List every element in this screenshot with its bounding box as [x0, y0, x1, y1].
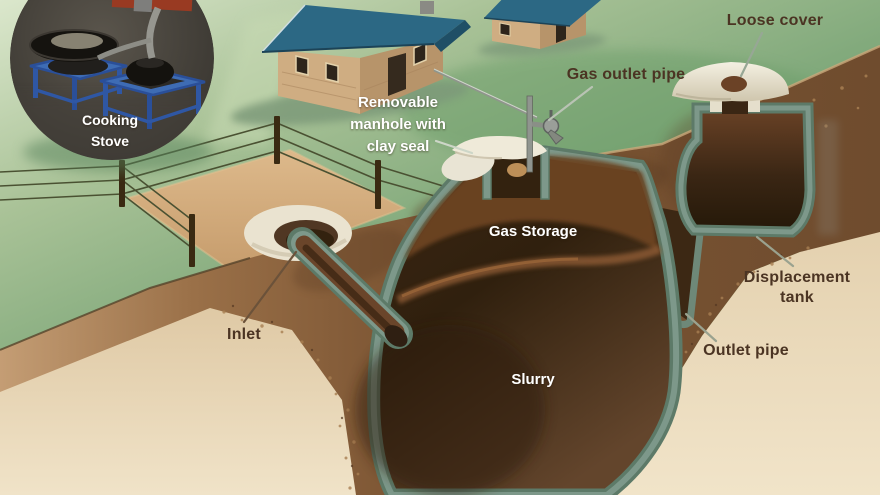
label-loose-cover: Loose cover	[726, 12, 824, 29]
label-displacement-tank: Displacement tank	[743, 269, 851, 306]
cutaway-face-left	[0, 308, 356, 495]
digester-dome	[355, 143, 683, 495]
inlet-graphic	[244, 205, 413, 349]
chimney	[420, 1, 434, 14]
gas-storage-zone	[404, 155, 658, 260]
leader-displacement-tank	[755, 235, 795, 268]
slurry-surface	[396, 244, 662, 305]
leader-outlet-pipe	[684, 312, 718, 343]
gas-riser-pipe	[526, 95, 533, 173]
leader-loose-cover	[739, 31, 764, 78]
leader-gas-outlet-pipe	[547, 85, 594, 122]
gas-supply-line	[433, 68, 538, 120]
manhole-cover-graphic	[441, 135, 547, 181]
label-gas-outlet-pipe: Gas outlet pipe	[566, 66, 686, 83]
label-slurry: Slurry	[511, 371, 555, 388]
burner-left	[48, 57, 108, 75]
house-window	[325, 62, 339, 83]
label-gas-storage: Gas Storage	[488, 223, 578, 240]
gas-valve	[526, 95, 564, 173]
small-house	[478, 0, 606, 57]
label-cooking-stove: Cooking Stove	[82, 112, 138, 149]
stove-pipe	[146, 6, 162, 59]
label-outlet-pipe: Outlet pipe	[703, 342, 789, 359]
house-window	[499, 22, 511, 37]
loose-cover-graphic	[672, 62, 789, 102]
main-house	[230, 1, 471, 126]
displacement-tank-graphic	[672, 62, 838, 238]
stove-pipe	[96, 37, 152, 61]
gas-line-to-stove	[111, 0, 193, 13]
clay-seal	[507, 163, 527, 177]
house-door	[388, 53, 406, 96]
cooking-stove-inset	[10, 0, 214, 172]
leader-lines	[242, 31, 795, 343]
leader-manhole	[434, 139, 474, 155]
kettle	[126, 58, 174, 86]
leader-inlet	[242, 250, 298, 324]
wok	[29, 29, 119, 62]
label-inlet: Inlet	[227, 326, 261, 343]
house-window	[295, 55, 309, 76]
label-removable-manhole: Removable manhole with clay seal	[350, 94, 446, 155]
inlet-pipe	[287, 227, 413, 349]
clay-plug	[721, 76, 747, 92]
